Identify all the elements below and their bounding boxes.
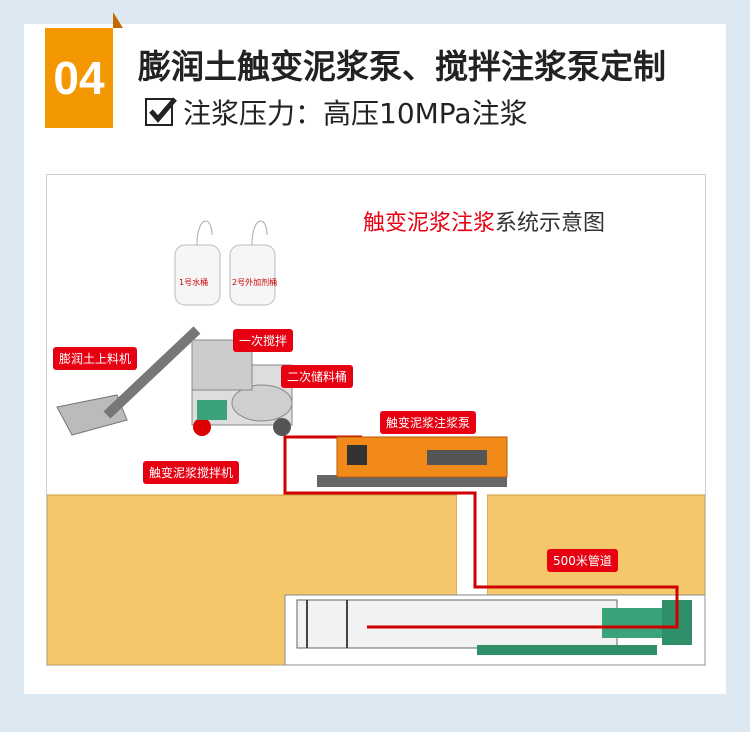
section-title: 膨润土触变泥浆泵、搅拌注浆泵定制 xyxy=(138,40,666,88)
label-mix1: 一次搅拌 xyxy=(233,329,293,352)
label-mixer: 触变泥浆搅拌机 xyxy=(143,461,239,484)
diagram-title-red: 触变泥浆注浆 xyxy=(363,211,495,236)
diagram-title-black: 系统示意图 xyxy=(495,211,605,236)
diagram-title: 触变泥浆注浆系统示意图 xyxy=(363,205,605,237)
label-loader: 膨润土上料机 xyxy=(53,347,137,370)
label-storage: 二次储料桶 xyxy=(281,365,353,388)
tank1-label: 1号水桶 xyxy=(179,277,208,288)
section-subtitle: 注浆压力：高压10MPa注浆 xyxy=(145,92,528,132)
section-number-badge: 04 xyxy=(45,28,113,128)
label-pump: 触变泥浆注浆泵 xyxy=(380,411,476,434)
subtitle-text: 注浆压力：高压10MPa注浆 xyxy=(183,92,528,132)
badge-fold xyxy=(113,12,123,28)
checkbox-icon xyxy=(145,98,173,126)
label-pipe: 500米管道 xyxy=(547,549,618,572)
system-diagram: 触变泥浆注浆系统示意图 1号水桶 2号外加剂桶 膨润土上料机 一次搅拌 二次储料… xyxy=(46,174,706,666)
tank2-label: 2号外加剂桶 xyxy=(232,277,277,288)
diagram-illustration xyxy=(47,175,705,665)
